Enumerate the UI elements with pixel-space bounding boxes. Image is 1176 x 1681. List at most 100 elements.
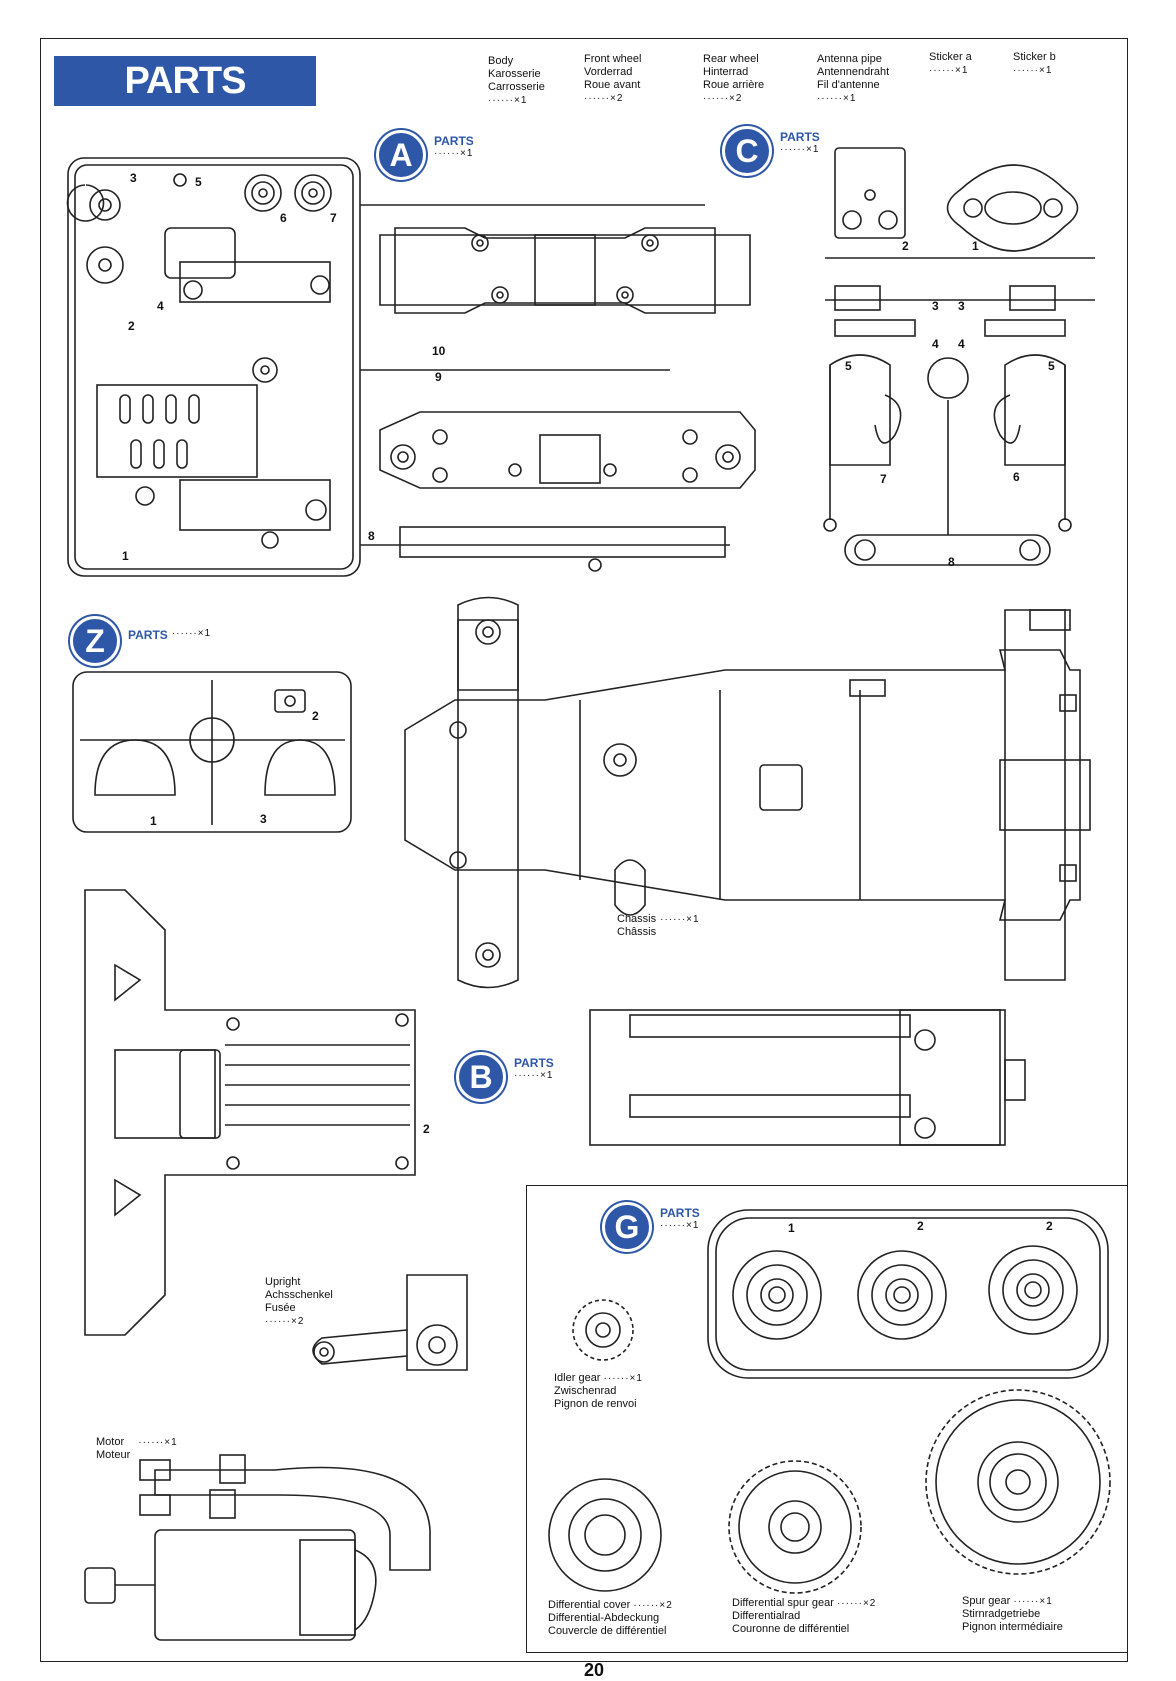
motor-label: Motor Moteur ······×1 <box>96 1436 178 1462</box>
parts-tree-b-label: PARTS ······×1 <box>514 1056 554 1081</box>
label-line: Antenna pipe <box>817 53 882 65</box>
quantity: ······×1 <box>817 93 857 104</box>
parts-tree-a-drawing <box>66 157 756 577</box>
parts-tree-g-drawing <box>548 1209 1111 1594</box>
parts-title-banner: PARTS <box>54 56 316 106</box>
quantity: ······×1 <box>1013 65 1053 76</box>
parts-tree-a-badge: A PARTS ······×1 <box>376 130 474 180</box>
quantity: ······×1 <box>434 148 474 159</box>
tree-c-number: 6 <box>1013 470 1020 484</box>
quantity: ······×2 <box>836 1598 877 1609</box>
tree-z-number: 1 <box>150 814 157 828</box>
label-line: Roue avant <box>584 79 641 91</box>
label-line: Pignon intermédiaire <box>962 1621 1063 1633</box>
diff-cover-label: Differential cover ······×2 Differential… <box>548 1599 673 1638</box>
label-line: Front wheel <box>584 53 642 65</box>
tree-g-number: 1 <box>788 1221 795 1235</box>
page-number: 20 <box>584 1660 605 1680</box>
quantity: ······×2 <box>265 1316 305 1327</box>
label-line: PARTS <box>128 628 168 642</box>
tree-a-number: 1 <box>122 549 129 563</box>
idler-gear-label: Idler gear ······×1 Zwischenrad Pignon d… <box>554 1372 643 1411</box>
diff-spur-gear-label: Differential spur gear ······×2 Differen… <box>732 1597 876 1636</box>
tree-c-number: 8 <box>948 555 955 569</box>
chassis-drawing <box>404 596 1091 989</box>
page-title: PARTS <box>124 59 247 102</box>
parts-tree-c-drawing <box>823 147 1095 566</box>
label-line: PARTS <box>660 1206 700 1220</box>
gear-parts-box <box>526 1185 1128 1653</box>
parts-tree-g-label: PARTS ······×1 <box>660 1206 700 1231</box>
label-line: Rear wheel <box>703 53 759 65</box>
quantity: ······×1 <box>660 914 700 925</box>
label-line: Achsschenkel <box>265 1289 333 1301</box>
label-line: Motor <box>96 1436 125 1448</box>
tree-c-number: 7 <box>880 472 887 486</box>
label-line: Stirnradgetriebe <box>962 1608 1041 1620</box>
tree-c-number: 2 <box>902 239 909 253</box>
tree-a-number: 9 <box>435 370 442 384</box>
tree-c-number: 4 <box>958 337 965 351</box>
label-line: Roue arrière <box>703 79 765 91</box>
quantity: ······×1 <box>603 1373 643 1384</box>
tree-a-number: 2 <box>128 319 135 333</box>
label-line: Antennendraht <box>817 66 890 78</box>
label-line: Fusée <box>265 1302 296 1314</box>
parts-tree-z-badge: Z PARTS ······×1 <box>70 616 211 666</box>
tree-z-number: 3 <box>260 812 267 826</box>
label-line: PARTS <box>434 134 474 148</box>
label-line: Differential cover <box>548 1599 631 1611</box>
parts-letter-c: C <box>722 126 772 176</box>
label-line: Pignon de renvoi <box>554 1398 637 1410</box>
quantity: ······×1 <box>1013 1596 1053 1607</box>
spur-gear-label: Spur gear ······×1 Stirnradgetriebe Pign… <box>962 1595 1063 1634</box>
parts-tree-c-label: PARTS ······×1 <box>780 130 820 155</box>
label-line: Hinterrad <box>703 66 749 78</box>
parts-tree-a-label: PARTS ······×1 <box>434 134 474 159</box>
tree-b-number: 2 <box>423 1122 430 1136</box>
page-frame <box>40 38 1128 1662</box>
part-label-sticker-b: Sticker b ······×1 <box>1013 51 1056 77</box>
part-label-antenna-pipe: Antenna pipe Antennendraht Fil d'antenne… <box>817 53 889 105</box>
parts-tree-c-badge: C PARTS ······×1 <box>722 126 820 176</box>
part-label-rear-wheel: Rear wheel Hinterrad Roue arrière ······… <box>703 53 764 105</box>
part-label-body: Body Karosserie Carrosserie ······×1 <box>488 55 545 107</box>
parts-letter-z: Z <box>70 616 120 666</box>
tree-a-number: 5 <box>195 175 202 189</box>
tree-a-number: 6 <box>280 211 287 225</box>
quantity: ······×1 <box>660 1220 700 1231</box>
upright-label: Upright Achsschenkel Fusée ······×2 <box>265 1276 333 1328</box>
quantity: ······×2 <box>703 93 743 104</box>
parts-tree-z-drawing <box>72 671 352 833</box>
parts-tree-g-badge: G PARTS ······×1 <box>602 1202 700 1252</box>
label-line: Idler gear <box>554 1372 601 1384</box>
parts-tree-z-label: PARTS ······×1 <box>128 628 211 642</box>
label-line: Karosserie <box>488 68 541 80</box>
label-line: Fil d'antenne <box>817 79 880 91</box>
tree-c-number: 3 <box>932 299 939 313</box>
tree-a-number: 3 <box>130 171 137 185</box>
quantity: ······×1 <box>929 65 969 76</box>
label-line: Sticker b <box>1013 51 1056 63</box>
parts-letter-g: G <box>602 1202 652 1252</box>
label-line: Carrosserie <box>488 81 545 93</box>
label-line: PARTS <box>514 1056 554 1070</box>
tree-g-number: 2 <box>917 1219 924 1233</box>
label-line: Differential spur gear <box>732 1597 834 1609</box>
quantity: ······×1 <box>171 628 212 639</box>
motor-drawing <box>84 1454 431 1641</box>
quantity: ······×1 <box>138 1437 178 1448</box>
label-line: Couronne de différentiel <box>732 1623 850 1635</box>
chassis-label: Chassis Châssis ······×1 <box>617 913 700 939</box>
part-label-sticker-a: Sticker a ······×1 <box>929 51 972 77</box>
label-line: Spur gear <box>962 1595 1011 1607</box>
quantity: ······×1 <box>780 144 820 155</box>
parts-letter-a: A <box>376 130 426 180</box>
quantity: ······×2 <box>584 93 624 104</box>
label-line: Moteur <box>96 1449 131 1461</box>
tree-c-number: 3 <box>958 299 965 313</box>
upright-drawing <box>312 1274 468 1371</box>
label-line: Sticker a <box>929 51 972 63</box>
label-line: Vorderrad <box>584 66 633 78</box>
